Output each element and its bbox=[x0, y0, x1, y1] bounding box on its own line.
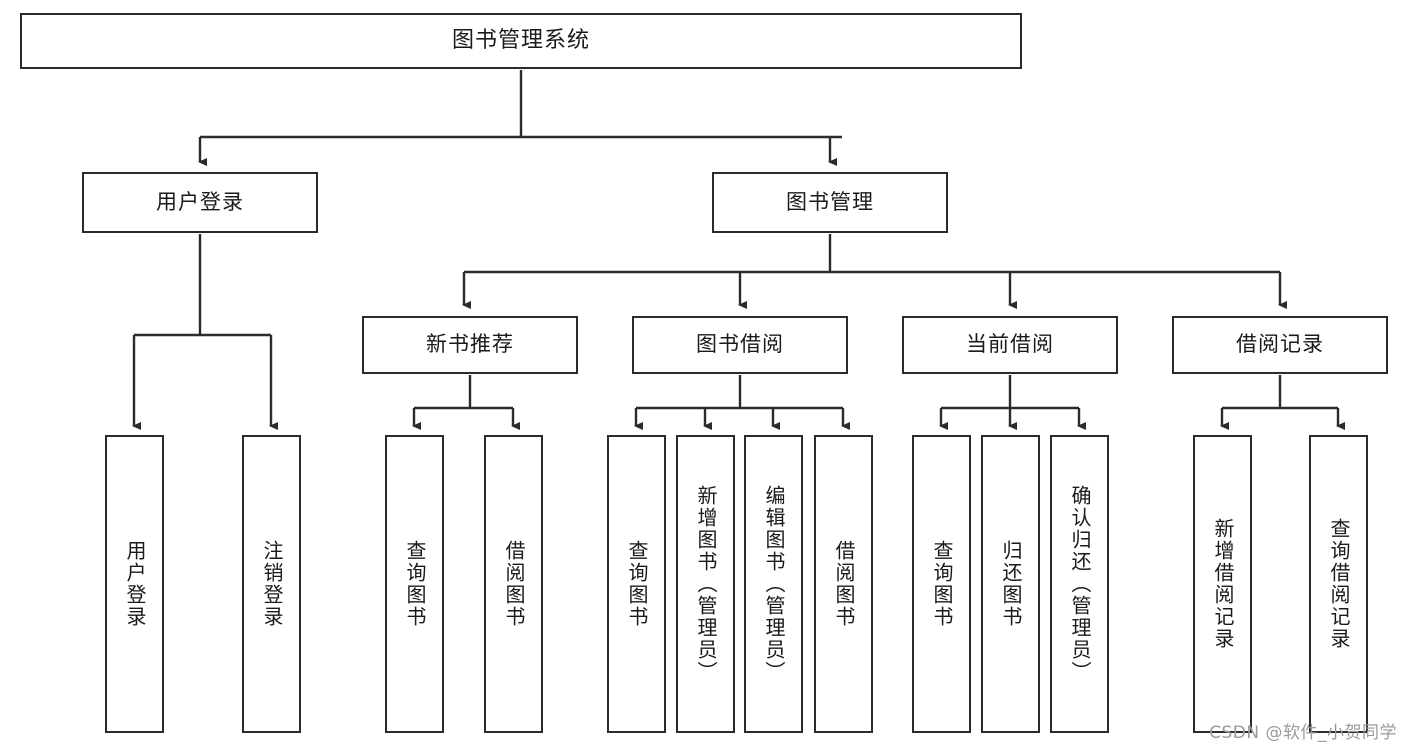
node-label: 借阅图书 bbox=[502, 540, 526, 628]
leaf-user-logout[interactable]: 注销登录 bbox=[242, 435, 301, 733]
leaf-borrow-book-2[interactable]: 借阅图书 bbox=[814, 435, 873, 733]
node-current-borrow[interactable]: 当前借阅 bbox=[902, 316, 1118, 374]
node-label: 确认归还（管理员） bbox=[1068, 485, 1092, 683]
leaf-borrow-book-1[interactable]: 借阅图书 bbox=[484, 435, 543, 733]
node-book-borrow[interactable]: 图书借阅 bbox=[632, 316, 848, 374]
node-label: 查询图书 bbox=[403, 540, 427, 628]
leaf-query-book-2[interactable]: 查询图书 bbox=[607, 435, 666, 733]
node-label: 图书借阅 bbox=[696, 332, 784, 357]
leaf-user-login[interactable]: 用户登录 bbox=[105, 435, 164, 733]
node-book-manage[interactable]: 图书管理 bbox=[712, 172, 948, 233]
leaf-query-book-3[interactable]: 查询图书 bbox=[912, 435, 971, 733]
node-label: 借阅图书 bbox=[832, 540, 856, 628]
node-label: 编辑图书（管理员） bbox=[762, 485, 786, 683]
node-label: 查询图书 bbox=[625, 540, 649, 628]
node-label: 注销登录 bbox=[260, 540, 284, 628]
node-label: 新增图书（管理员） bbox=[694, 485, 718, 683]
leaf-query-record[interactable]: 查询借阅记录 bbox=[1309, 435, 1368, 733]
node-new-book-recommend[interactable]: 新书推荐 bbox=[362, 316, 578, 374]
node-label: 图书管理 bbox=[786, 189, 874, 214]
node-label: 新增借阅记录 bbox=[1211, 518, 1235, 650]
node-label: 当前借阅 bbox=[966, 332, 1054, 357]
node-borrow-record[interactable]: 借阅记录 bbox=[1172, 316, 1388, 374]
leaf-return-book[interactable]: 归还图书 bbox=[981, 435, 1040, 733]
leaf-confirm-return[interactable]: 确认归还（管理员） bbox=[1050, 435, 1109, 733]
leaf-query-book-1[interactable]: 查询图书 bbox=[385, 435, 444, 733]
leaf-add-record[interactable]: 新增借阅记录 bbox=[1193, 435, 1252, 733]
node-label: 查询图书 bbox=[930, 540, 954, 628]
node-label: 查询借阅记录 bbox=[1327, 518, 1351, 650]
node-label: 用户登录 bbox=[123, 540, 147, 628]
watermark-text: CSDN @软件_小贺同学 bbox=[1209, 723, 1397, 743]
node-label: 用户登录 bbox=[156, 189, 244, 214]
node-label: 借阅记录 bbox=[1236, 332, 1324, 357]
leaf-add-book[interactable]: 新增图书（管理员） bbox=[676, 435, 735, 733]
node-root-system[interactable]: 图书管理系统 bbox=[20, 13, 1022, 69]
leaf-edit-book[interactable]: 编辑图书（管理员） bbox=[744, 435, 803, 733]
node-label: 新书推荐 bbox=[426, 332, 514, 357]
node-label: 图书管理系统 bbox=[451, 27, 590, 53]
node-label: 归还图书 bbox=[999, 540, 1023, 628]
node-user-login[interactable]: 用户登录 bbox=[82, 172, 318, 233]
